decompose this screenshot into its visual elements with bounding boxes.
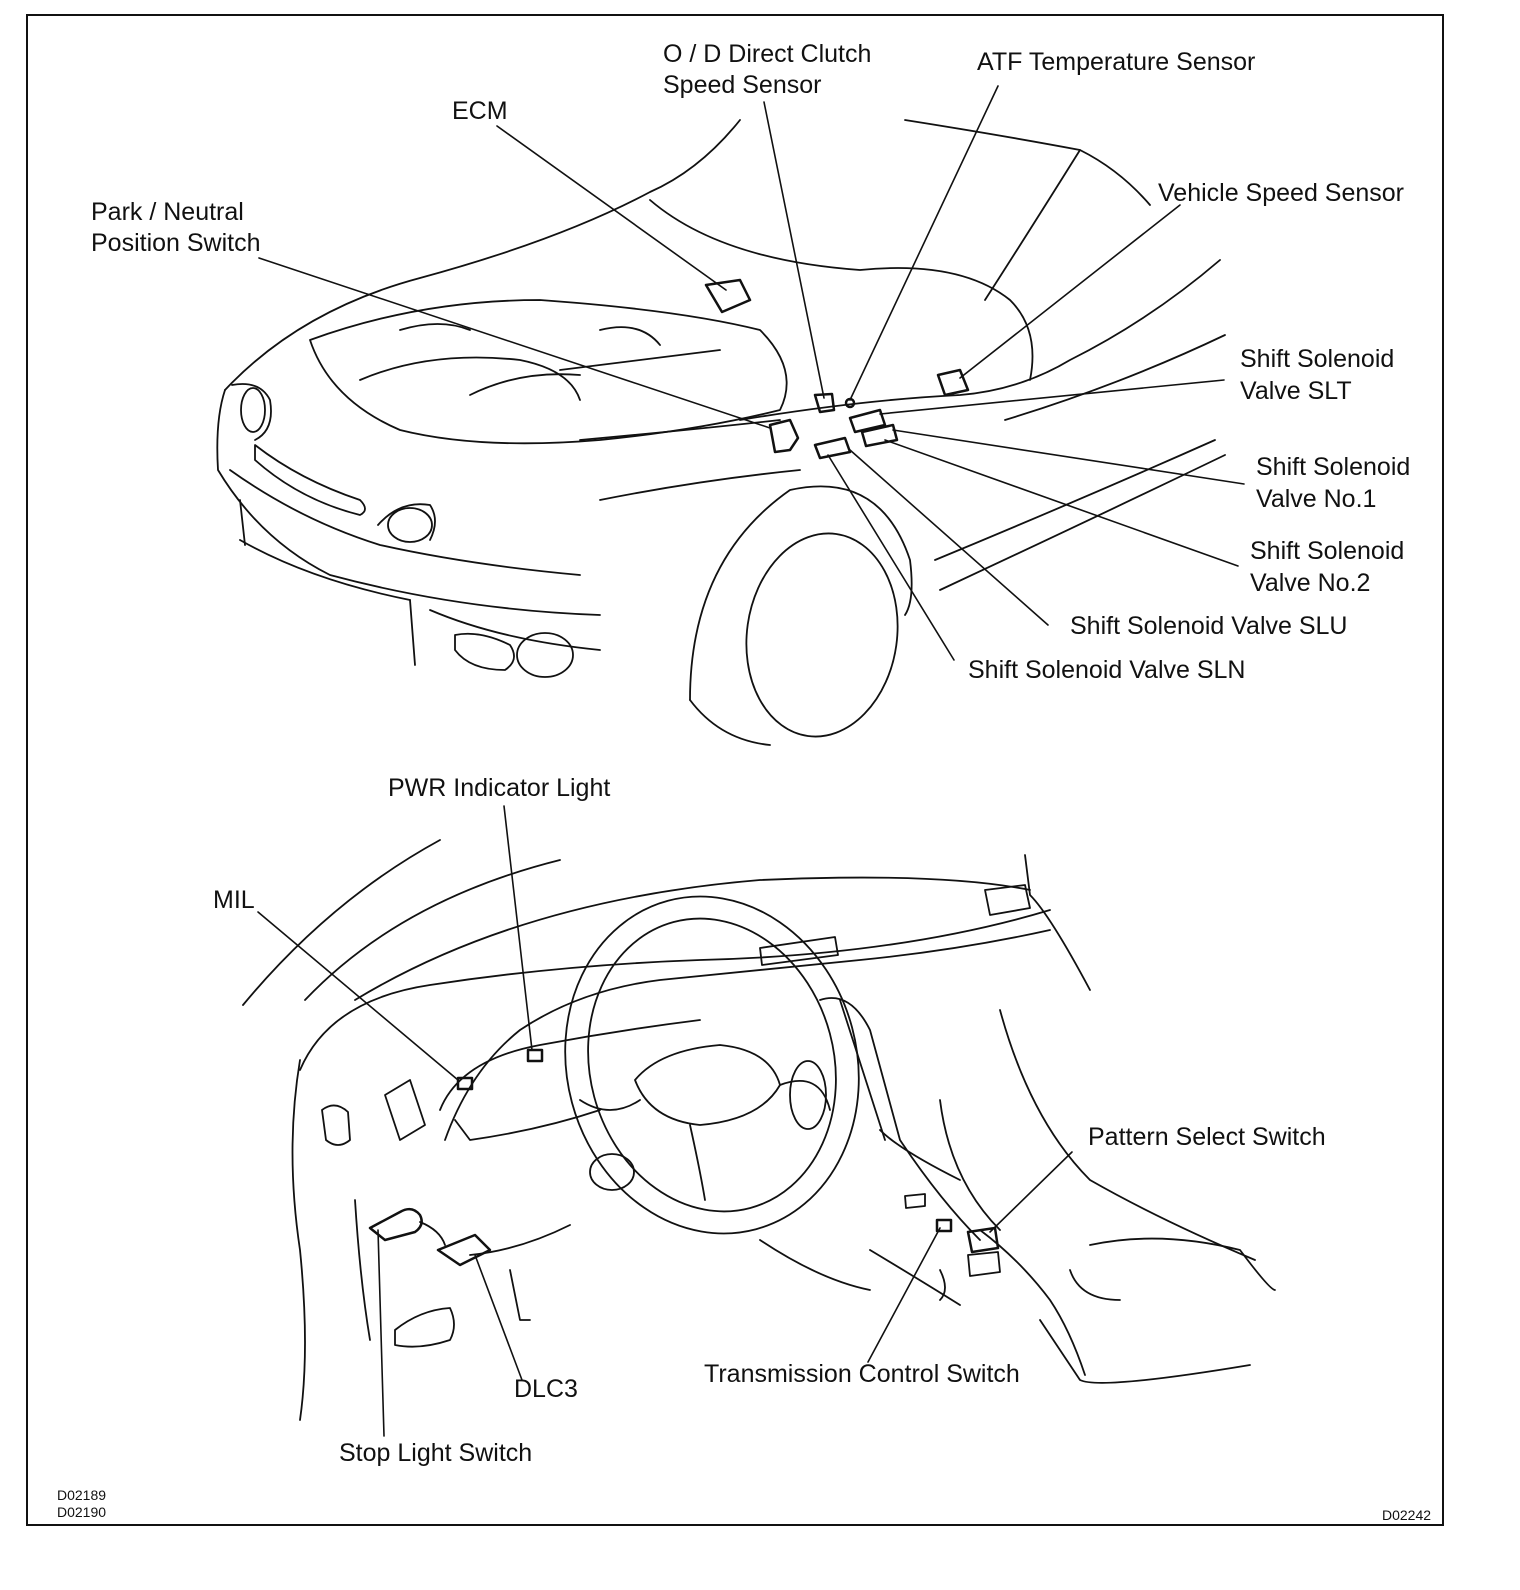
pattern-select-component — [966, 1226, 1000, 1254]
body-side — [934, 439, 1216, 561]
label-stop-light: Stop Light Switch — [339, 1439, 533, 1467]
wheel-arch — [689, 485, 913, 701]
bumper — [229, 469, 581, 576]
label-park-neutral-1: Park / Neutral — [91, 198, 244, 226]
label-pattern-select: Pattern Select Switch — [1088, 1123, 1326, 1151]
glovebox-latch — [394, 1307, 455, 1348]
a-pillar-left — [242, 839, 441, 1006]
slu-sln-component — [813, 436, 852, 460]
tcs-component — [935, 1218, 953, 1233]
dashboard-top — [354, 876, 1031, 1001]
slt-component — [848, 408, 887, 434]
label-slu: Shift Solenoid Valve SLU — [1070, 612, 1348, 640]
label-dlc3: DLC3 — [514, 1375, 578, 1403]
vent-center — [759, 936, 839, 966]
mil-component — [456, 1076, 474, 1091]
label-mil: MIL — [213, 886, 255, 914]
park-neutral-component — [768, 418, 800, 454]
diagram-frame — [26, 14, 1444, 1526]
vent-left-2 — [321, 1104, 351, 1146]
label-slt-1: Shift Solenoid — [1240, 345, 1395, 373]
label-no2-2: Valve No.2 — [1250, 569, 1371, 597]
fender-top — [739, 259, 1221, 421]
label-no1-1: Shift Solenoid — [1256, 453, 1411, 481]
engine-bay — [309, 299, 788, 445]
wheel — [745, 532, 899, 738]
car-leader-lines — [258, 85, 1245, 661]
vehicle-speed-component — [936, 368, 970, 397]
interior-illustration — [242, 839, 1276, 1421]
grille — [254, 444, 366, 516]
steering-wheel-outer — [564, 895, 860, 1235]
hood-front — [216, 389, 601, 616]
center-console — [819, 997, 981, 1241]
figure-code-2: D02190 — [57, 1504, 107, 1520]
stop-light-component — [368, 1207, 423, 1242]
steering-wheel-inner — [587, 917, 837, 1213]
no1-component — [860, 423, 899, 448]
vent-right — [984, 884, 1031, 916]
label-transmission-control: Transmission Control Switch — [704, 1360, 1020, 1388]
label-ecm: ECM — [452, 97, 508, 125]
label-slt-2: Valve SLT — [1240, 377, 1352, 405]
steering-hub — [634, 1044, 781, 1126]
od-clutch-component — [813, 392, 836, 414]
fog-light — [454, 632, 515, 671]
car-illustration — [216, 119, 1226, 746]
vent-left — [384, 1079, 426, 1141]
label-pwr-indicator: PWR Indicator Light — [388, 774, 611, 802]
label-od-clutch-2: Speed Sensor — [663, 71, 822, 99]
label-od-clutch-1: O / D Direct Clutch — [663, 40, 872, 68]
body-side-2 — [939, 454, 1226, 591]
hood-outline — [224, 119, 741, 391]
dash-edge — [299, 909, 1051, 1071]
headlight-right — [387, 507, 433, 543]
dlc3-component — [436, 1233, 492, 1267]
pwr-indicator-component — [526, 1048, 544, 1063]
hood-crease — [649, 199, 1034, 381]
label-no2-1: Shift Solenoid — [1250, 537, 1405, 565]
interior-leader-lines — [257, 805, 1073, 1437]
label-atf-temp: ATF Temperature Sensor — [977, 48, 1256, 76]
windshield-base — [904, 119, 1151, 206]
windshield-line — [984, 149, 1081, 301]
ecm-box — [704, 278, 752, 314]
figure-code-1: D02189 — [57, 1487, 107, 1503]
label-sln: Shift Solenoid Valve SLN — [968, 656, 1246, 684]
a-pillar — [1004, 334, 1226, 421]
shifter-base — [1089, 1237, 1276, 1291]
figure-code-3: D02242 — [1382, 1507, 1432, 1523]
label-park-neutral-2: Position Switch — [91, 229, 261, 257]
label-no1-2: Valve No.1 — [1256, 485, 1377, 513]
label-vehicle-speed: Vehicle Speed Sensor — [1158, 179, 1405, 207]
headlight-left — [240, 387, 266, 433]
